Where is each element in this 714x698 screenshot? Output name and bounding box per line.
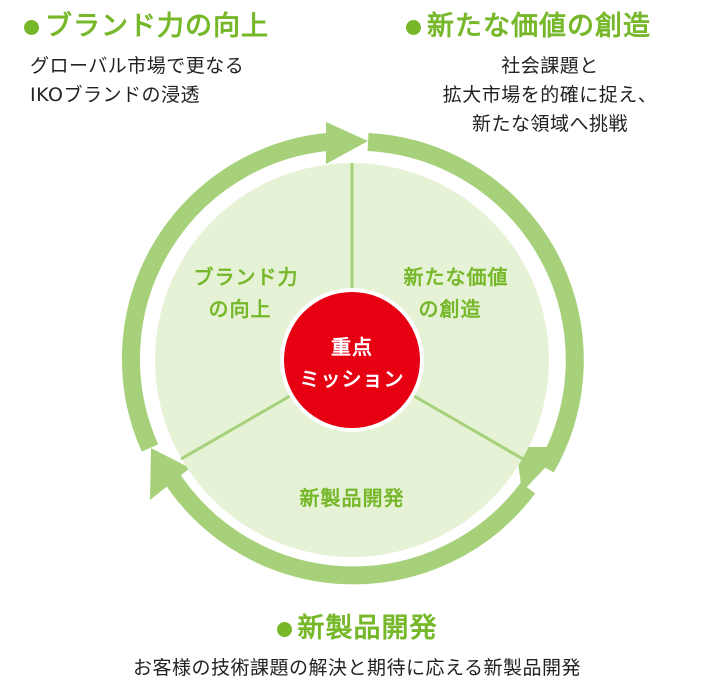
bullet-dot-icon — [406, 19, 421, 35]
caption-brand-line-2: IKOブランドの浸透 — [30, 84, 200, 106]
ring-arc-top-left — [121, 132, 341, 452]
divider-left — [180, 394, 291, 461]
caption-value-line-1: 社会課題と — [501, 55, 599, 77]
segment-label-brand-2: の向上 — [209, 297, 272, 321]
divider-right — [413, 394, 524, 461]
arrow-head-left — [150, 448, 190, 500]
caption-value-line-3: 新たな領域へ挑戦 — [471, 113, 628, 135]
bullet-dot-icon — [276, 621, 292, 637]
arrow-head-top — [326, 122, 368, 164]
segment-dividers — [180, 163, 524, 461]
segment-label-product: 新製品開発 — [300, 486, 405, 510]
bullet-dot-icon — [24, 19, 39, 35]
caption-value: 新たな価値の創造 社会課題と 拡大市場を的確に捉え、 新たな領域へ挑戦 — [400, 10, 700, 139]
caption-value-line-2: 拡大市場を的確に捉え、 — [442, 84, 658, 106]
caption-value-title-text: 新たな価値の創造 — [427, 11, 651, 42]
caption-brand: ブランド力の向上 グローバル市場で更なる IKOブランドの浸透 — [24, 10, 324, 110]
caption-brand-title: ブランド力の向上 — [24, 10, 324, 44]
caption-product-title-text: 新製品開発 — [297, 613, 438, 644]
ring-arc-bottom — [160, 467, 536, 585]
cycle-ring — [121, 122, 584, 585]
caption-product-line-1: お客様の技術課題の解決と期待に応える新製品開発 — [133, 657, 581, 679]
caption-product: 新製品開発 お客様の技術課題の解決と期待に応える新製品開発 — [0, 612, 714, 683]
segment-label-value-2: の創造 — [419, 297, 482, 321]
segment-label-value-1: 新たな価値 — [404, 265, 509, 289]
center-circle — [284, 292, 420, 428]
caption-value-title: 新たな価値の創造 — [400, 10, 700, 44]
caption-brand-title-text: ブランド力の向上 — [45, 11, 269, 42]
ring-arc-top-right — [367, 133, 584, 473]
caption-product-title: 新製品開発 — [0, 612, 714, 646]
caption-brand-line-1: グローバル市場で更なる — [30, 55, 245, 77]
center-label-1: 重点 — [331, 335, 373, 359]
arrow-head-right — [516, 447, 565, 492]
segment-label-brand-1: ブランド力 — [194, 265, 299, 289]
center-label-2: ミッション — [300, 367, 405, 391]
